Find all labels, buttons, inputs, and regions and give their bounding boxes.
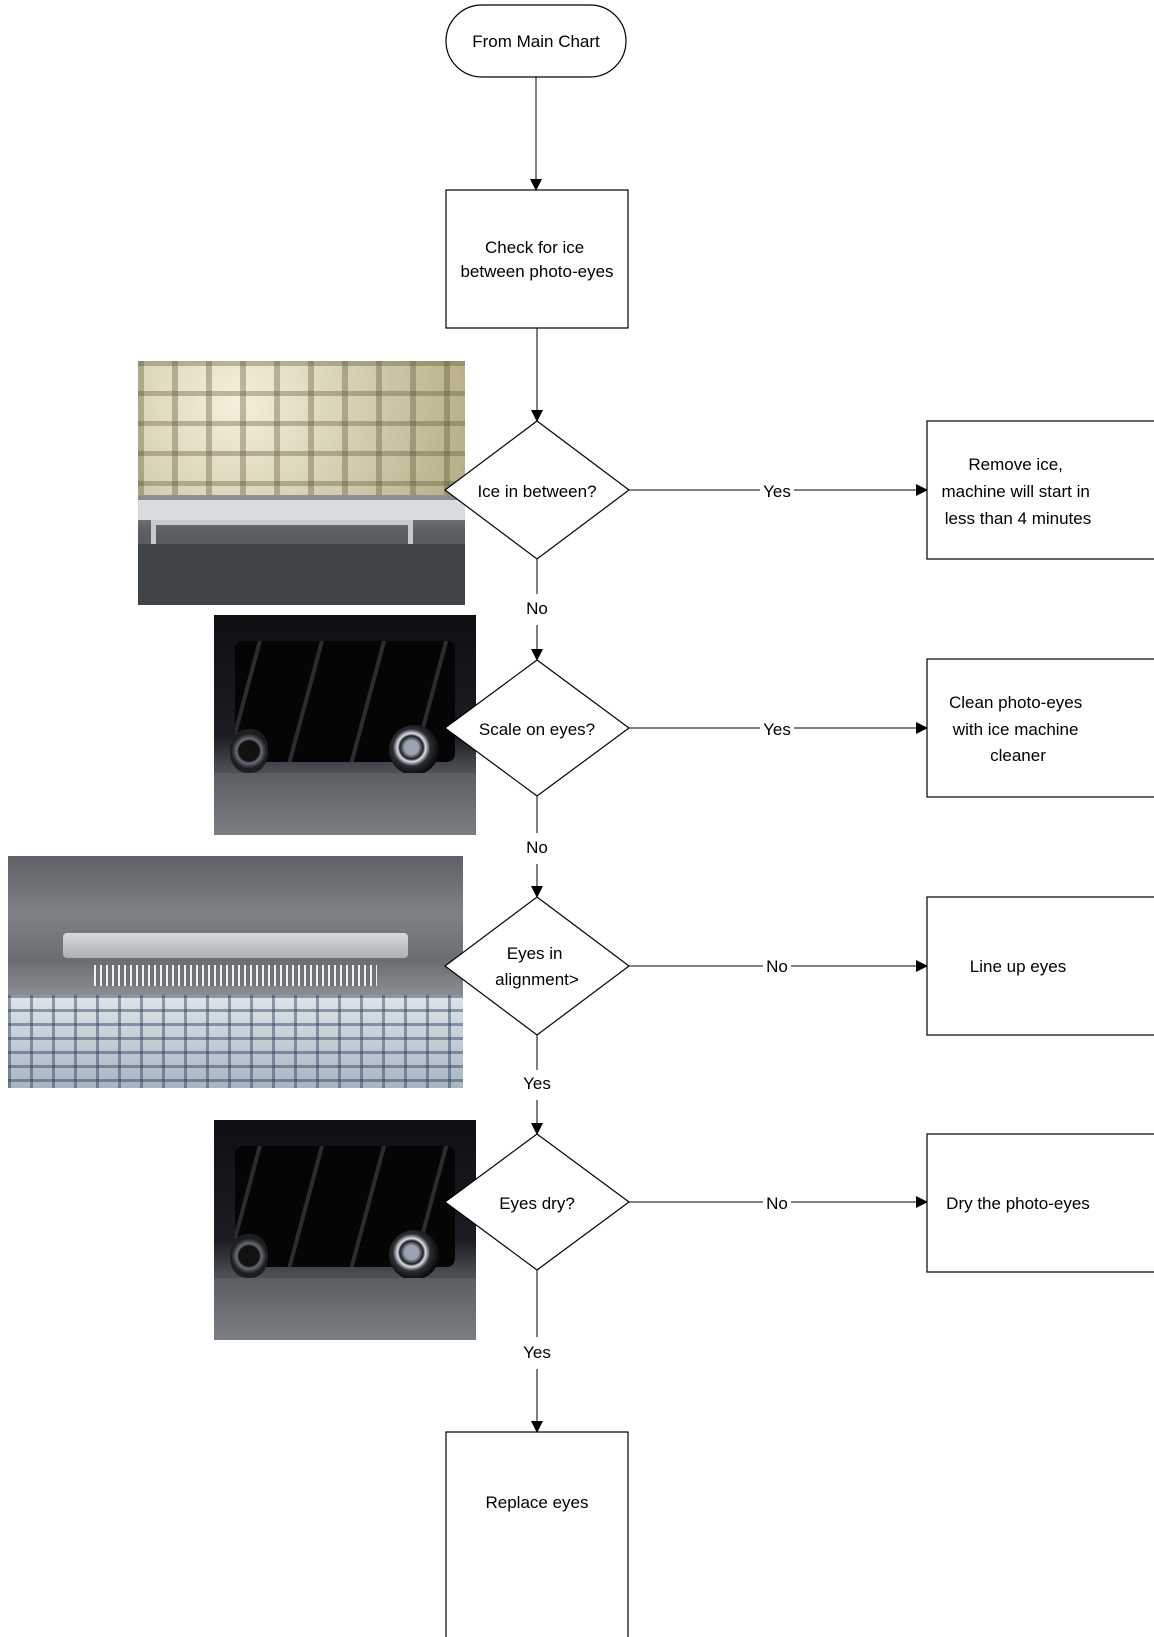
action-line-up-eyes-label: Line up eyes bbox=[970, 957, 1066, 976]
replace-eyes-label: Replace eyes bbox=[485, 1493, 588, 1512]
ice-tray-photo bbox=[138, 361, 465, 605]
decision-eyes-alignment-label: Eyes in alignment> bbox=[495, 944, 579, 989]
check-process-box bbox=[445, 189, 629, 329]
d4-yes-label: Yes bbox=[523, 1343, 551, 1362]
d2-no-label: No bbox=[526, 838, 548, 857]
d1-no-label: No bbox=[526, 599, 548, 618]
action-remove-ice-label: Remove ice, machine will start in less t… bbox=[941, 455, 1094, 528]
action-dry-eyes-box bbox=[926, 1133, 1154, 1273]
start-label: From Main Chart bbox=[472, 32, 600, 51]
decision-ice-between-label: Ice in between? bbox=[477, 482, 596, 501]
d2-yes-label: Yes bbox=[763, 720, 791, 739]
d1-yes-label: Yes bbox=[763, 482, 791, 501]
check-process-label: Check for ice between photo-eyes bbox=[460, 238, 613, 281]
photo-eye-scale-photo bbox=[214, 615, 476, 835]
action-line-up-eyes-box bbox=[926, 896, 1154, 1036]
eye-alignment-photo bbox=[8, 856, 463, 1088]
action-dry-eyes-label: Dry the photo-eyes bbox=[946, 1194, 1090, 1213]
d3-yes-label: Yes bbox=[523, 1074, 551, 1093]
decision-eyes-dry-label: Eyes dry? bbox=[499, 1194, 575, 1213]
decision-eyes-alignment bbox=[444, 896, 630, 1036]
action-remove-ice-box bbox=[926, 420, 1154, 560]
action-clean-eyes-label: Clean photo-eyes with ice machine cleane… bbox=[949, 693, 1087, 765]
d3-no-label: No bbox=[766, 957, 788, 976]
decision-scale-on-eyes-label: Scale on eyes? bbox=[479, 720, 595, 739]
replace-eyes-box bbox=[445, 1431, 629, 1637]
d4-no-label: No bbox=[766, 1194, 788, 1213]
action-clean-eyes-box bbox=[926, 658, 1154, 798]
photo-eye-dry-photo bbox=[214, 1120, 476, 1340]
